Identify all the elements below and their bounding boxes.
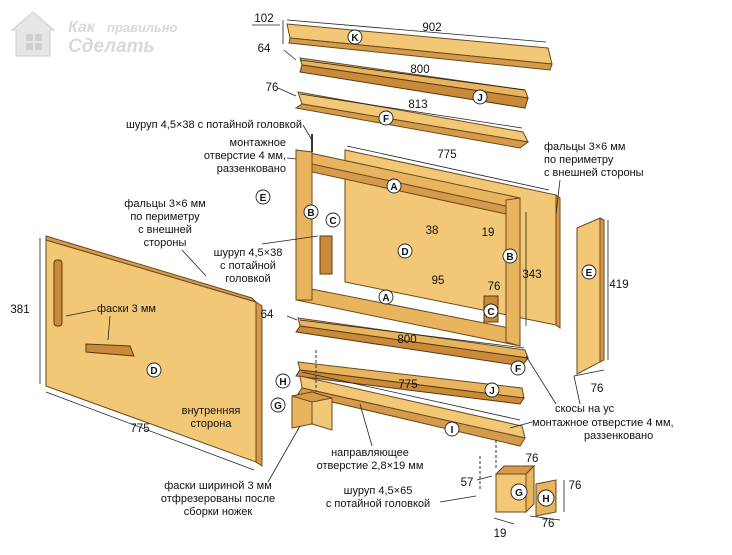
- note-hole-2-l2: раззенковано: [584, 430, 653, 442]
- dim-foot-76b: 76: [569, 480, 582, 492]
- dim-b-height: 343: [522, 269, 541, 281]
- label-d-front: D: [150, 366, 157, 377]
- note-screw-3-l1: шуруп 4,5×65: [344, 485, 413, 497]
- dim-foot-57: 57: [461, 477, 474, 489]
- note-hole-1-l1: монтажное: [230, 137, 286, 149]
- label-c-left: C: [329, 216, 336, 227]
- dim-jb-length: 800: [397, 334, 416, 346]
- note-chamfer-2-l1: фаски шириной 3 мм: [164, 480, 272, 492]
- part-j-bottom: J: [295, 361, 525, 405]
- dim-foot-76a: 76: [526, 453, 539, 465]
- note-chamfer: фаски 3 мм: [97, 303, 156, 315]
- label-b-right: B: [506, 252, 513, 263]
- logo-text-1b: правильно: [107, 20, 178, 35]
- label-k: K: [351, 33, 359, 44]
- note-inner-l2: сторона: [191, 418, 233, 430]
- note-miter: скосы на ус: [555, 403, 615, 415]
- label-a-bottom: A: [382, 293, 389, 304]
- dim-frame-length: 775: [437, 149, 456, 161]
- part-feet-left: G H: [270, 350, 333, 431]
- label-e-right: E: [586, 268, 593, 279]
- note-guide-l2: отверстие 2,8×19 мм: [317, 460, 424, 472]
- label-c-right: C: [487, 307, 494, 318]
- note-screw-2-l3: головкой: [225, 273, 270, 285]
- note-chamfer-2-l3: сборки ножек: [184, 506, 253, 518]
- site-logo: Как правильно Сделать: [10, 11, 178, 57]
- part-f-top: 76 813 F: [266, 82, 530, 149]
- logo-text-2: Сделать: [68, 36, 155, 57]
- note-rebate-right-l3: с внешней стороны: [544, 167, 644, 179]
- note-hole-2-l1: монтажное отверстие 4 мм,: [532, 417, 674, 429]
- dim-k-thickness: 102: [254, 13, 273, 25]
- logo-text-1: Как: [68, 19, 96, 36]
- dim-e-width: 76: [591, 383, 604, 395]
- label-h-right: H: [542, 494, 549, 505]
- label-e-left: E: [260, 193, 267, 204]
- logo-house-icon: [10, 11, 56, 57]
- note-hole-1-l2: отверстие 4 мм,: [204, 150, 286, 162]
- part-feet-right: G H 76 57 76 19 76: [461, 440, 582, 540]
- label-a-top: A: [390, 182, 397, 193]
- label-g-right: G: [515, 488, 523, 499]
- part-k-top: 102 902 K: [252, 13, 553, 71]
- part-frame: A A B B 38 19 343 C C 95 76: [295, 149, 542, 347]
- note-guide-l1: направляющее: [331, 447, 409, 459]
- note-chamfer-2-l2: отфрезерованы после: [161, 493, 275, 505]
- dim-e-height: 419: [609, 279, 628, 291]
- dim-a-width: 38: [426, 225, 439, 237]
- note-screw-3-l2: с потайной головкой: [326, 498, 430, 510]
- label-f-top: F: [383, 114, 389, 125]
- label-h-left: H: [279, 377, 286, 388]
- note-inner-l1: внутренняя: [182, 405, 241, 417]
- dim-j-length: 800: [410, 64, 429, 76]
- part-f-bottom: 64 800 F: [261, 309, 529, 376]
- label-g-left: G: [274, 401, 282, 412]
- dim-i-length: 775: [398, 379, 417, 391]
- dim-panel-height: 381: [10, 304, 29, 316]
- part-d-front-panel: D 381 775: [10, 235, 263, 471]
- note-rebate-left-l1: фальцы 3×6 мм: [124, 198, 205, 210]
- part-j-top: 64 800 J: [258, 43, 529, 109]
- note-rebate-left-l2: по периметру: [130, 211, 200, 223]
- dim-foot-19: 19: [494, 528, 507, 540]
- part-d-back-panel: 775 D: [344, 145, 561, 329]
- dim-foot-76c: 76: [542, 518, 555, 530]
- part-e-side: E 419 76: [573, 217, 629, 395]
- dim-c-76: 76: [488, 281, 501, 293]
- note-rebate-right-l1: фальцы 3×6 мм: [544, 141, 625, 153]
- label-i: I: [451, 425, 454, 436]
- label-d-back: D: [401, 247, 408, 258]
- note-screw-2-l2: с потайной: [220, 260, 276, 272]
- dim-f-length: 813: [408, 99, 427, 111]
- label-f-bottom: F: [515, 364, 521, 375]
- label-j-bottom: J: [489, 386, 495, 397]
- note-screw-2-l1: шуруп 4,5×38: [214, 247, 283, 259]
- note-hole-1-l3: раззенковано: [217, 163, 286, 175]
- note-rebate-left-l4: стороны: [144, 237, 187, 249]
- dim-a-gap: 19: [482, 227, 495, 239]
- dim-f-thickness: 76: [266, 82, 279, 94]
- note-screw-1: шуруп 4,5×38 с потайной головкой: [126, 119, 302, 131]
- label-b-left: B: [307, 208, 314, 219]
- dim-k-length: 902: [422, 22, 441, 34]
- dim-jb-thickness: 64: [261, 309, 274, 321]
- dim-panel-width: 775: [130, 423, 149, 435]
- dim-c-95: 95: [432, 275, 445, 287]
- part-i-base: 775 I: [297, 371, 526, 447]
- dim-j-thickness: 64: [258, 43, 271, 55]
- label-j-top: J: [477, 93, 483, 104]
- note-rebate-right-l2: по периметру: [544, 154, 614, 166]
- note-rebate-left-l3: с внешней: [138, 224, 192, 236]
